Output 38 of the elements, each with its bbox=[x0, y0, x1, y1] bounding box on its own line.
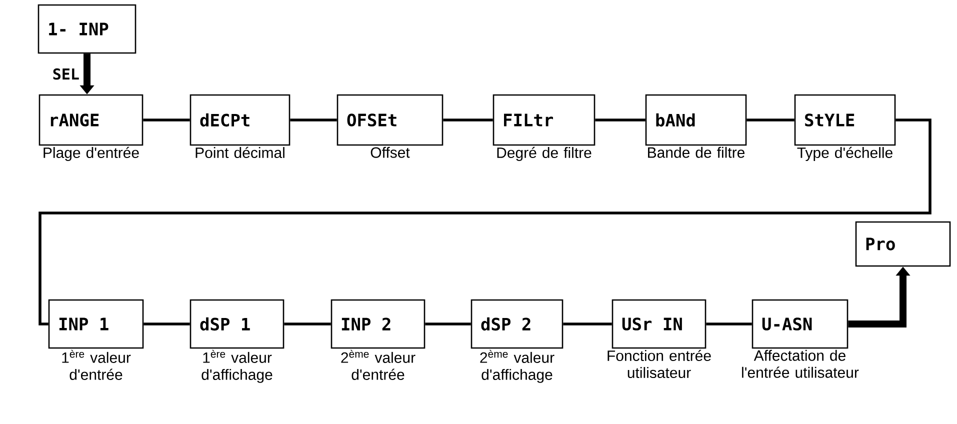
node-label: 1$^{ère}$ valeur d'affichage bbox=[202, 350, 272, 383]
display-box: rANGE bbox=[38, 94, 144, 146]
display-box: INP 1 bbox=[48, 299, 144, 349]
connector bbox=[284, 322, 331, 326]
node-label: Degré de filtre bbox=[497, 146, 592, 161]
connector bbox=[143, 118, 190, 122]
connector bbox=[746, 118, 794, 122]
display-box: bANd bbox=[645, 94, 747, 146]
connector bbox=[706, 322, 752, 326]
display-box: OFSEt bbox=[336, 94, 444, 146]
display-box: U-ASN bbox=[752, 299, 848, 349]
display-box: INP 2 bbox=[330, 299, 426, 349]
display-box: Pro bbox=[855, 221, 951, 267]
node-label: 2$^{ème}$ valeur d'entrée bbox=[341, 350, 416, 380]
connector bbox=[443, 118, 493, 122]
node-label: Affectation de l'entrée utilisateur bbox=[742, 350, 859, 378]
display-box: USr IN bbox=[612, 299, 706, 349]
connector bbox=[425, 322, 471, 326]
display-box: dECPt bbox=[190, 94, 290, 146]
display-box: FILtr bbox=[492, 94, 596, 146]
edge-label: SEL bbox=[53, 68, 79, 80]
node-label: Plage d'entrée bbox=[44, 146, 139, 161]
display-box: dSP 1 bbox=[190, 299, 284, 349]
node-label: Bande de filtre bbox=[648, 146, 744, 158]
display-box: dSP 2 bbox=[470, 299, 564, 349]
node-label: Offset bbox=[370, 146, 410, 158]
node-label: Fonction entrée utilisateur bbox=[608, 350, 711, 378]
node-label: 2$^{ème}$ valeur d'affichage bbox=[480, 350, 554, 383]
connector bbox=[563, 322, 612, 326]
node-label: Point décimal bbox=[196, 146, 284, 158]
node-label: Type d'échelle bbox=[797, 146, 892, 161]
display-box: 1- INP bbox=[38, 4, 136, 54]
connector bbox=[144, 322, 190, 326]
display-box: StYLE bbox=[794, 94, 896, 146]
connector bbox=[38, 118, 932, 326]
connector bbox=[595, 118, 646, 122]
connector bbox=[290, 118, 337, 122]
node-label: 1$^{ère}$ valeur d'entrée bbox=[62, 350, 131, 380]
